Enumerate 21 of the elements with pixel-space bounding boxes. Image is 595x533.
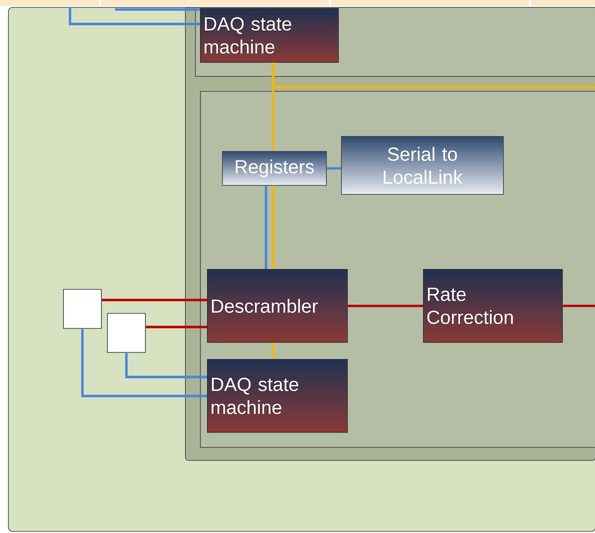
port-box: [63, 289, 102, 329]
connector-line: [562, 304, 595, 308]
port-box: [107, 313, 146, 353]
connector-line: [348, 304, 423, 308]
connector-line: [272, 342, 274, 359]
logic-block: DAQ state machine: [200, 8, 339, 63]
interface-block: Serial to LocalLink: [341, 136, 504, 195]
connector-line: [264, 186, 268, 269]
connector-line: [326, 167, 341, 170]
connector-line: [125, 352, 207, 378]
register-block: Registers: [222, 151, 327, 186]
connector-line: [102, 298, 207, 302]
logic-block: DAQ state machine: [207, 359, 348, 433]
connector-line: [81, 328, 207, 398]
connector-line: [146, 326, 207, 328]
connector-line: [272, 186, 274, 269]
connector-line: [68, 7, 200, 26]
connector-line: [272, 62, 595, 88]
connector-line: [115, 8, 200, 11]
logic-block: Rate Correction: [423, 269, 563, 343]
logic-block: Descrambler: [207, 269, 348, 343]
